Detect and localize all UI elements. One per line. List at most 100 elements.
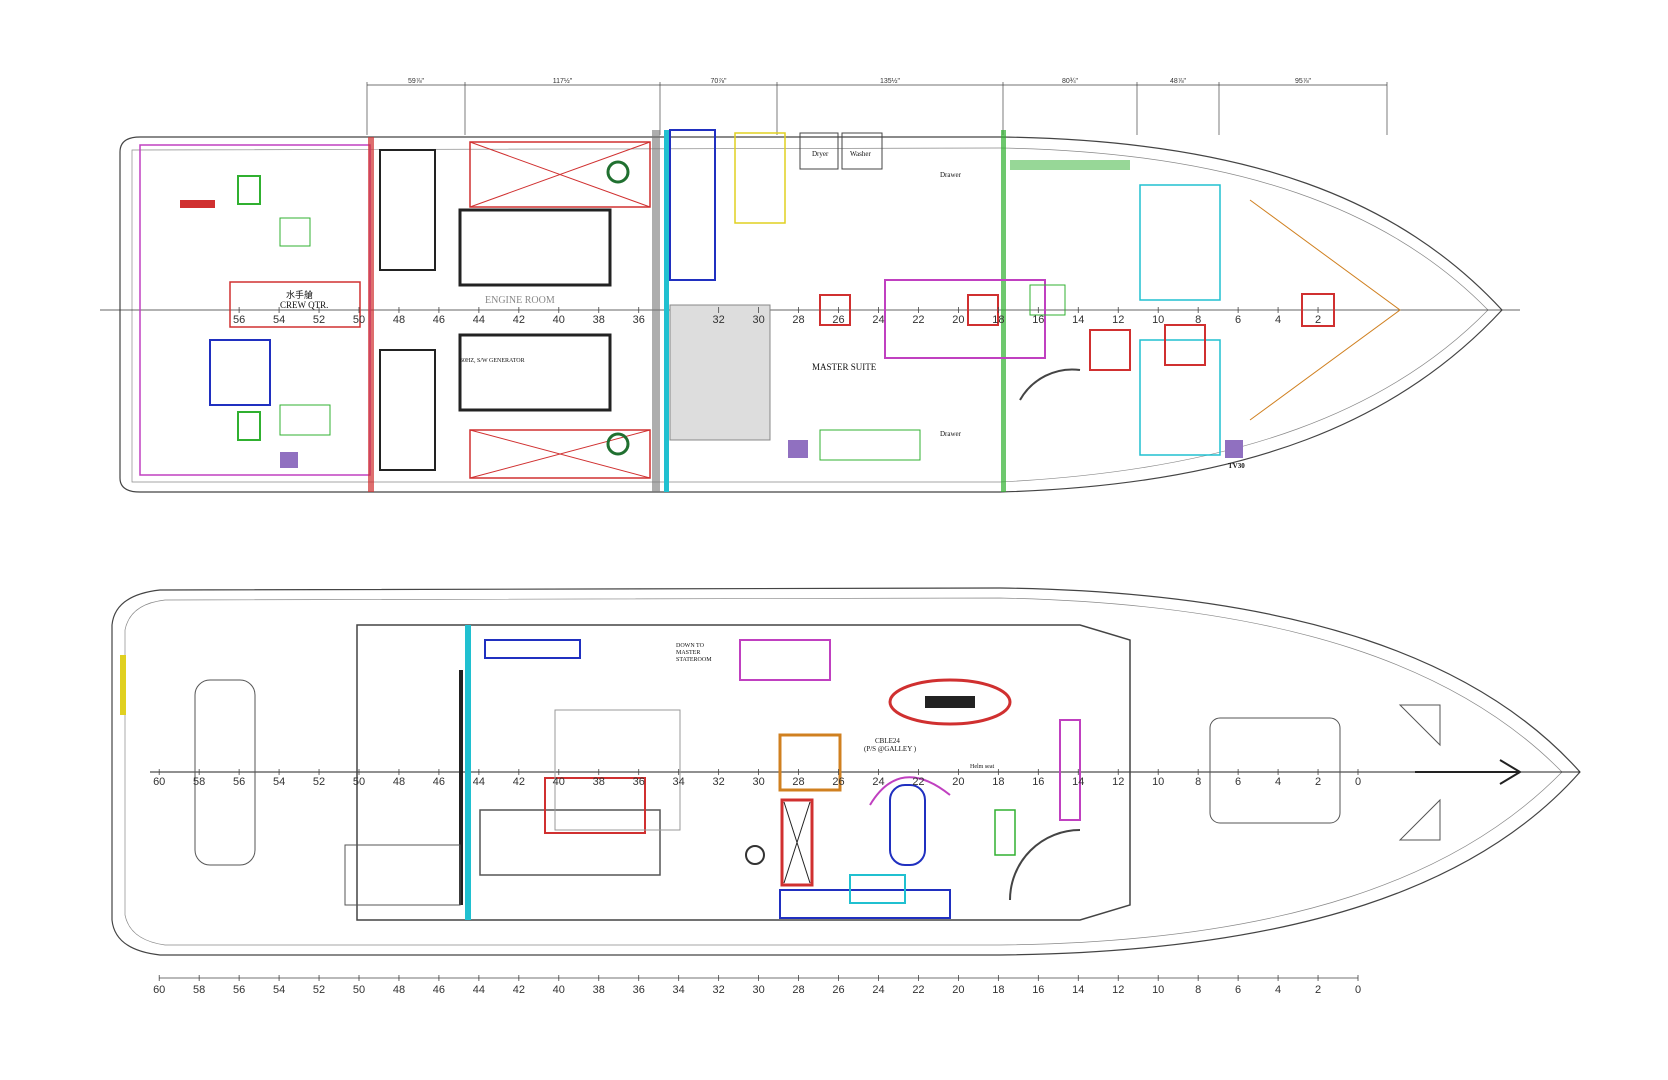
crew-quarters-label: CREW QTR.: [280, 300, 328, 310]
station-label: 46: [433, 984, 445, 996]
station-label: 22: [912, 776, 924, 788]
station-label: 12: [1112, 314, 1124, 326]
station-label: 20: [952, 984, 964, 996]
dimension-label: 70⅞": [710, 78, 727, 85]
station-label: 52: [313, 314, 325, 326]
station-label: 56: [233, 984, 245, 996]
drawer-label: Drawer: [940, 430, 962, 438]
station-label: 30: [752, 776, 764, 788]
station-label: 2: [1315, 776, 1321, 788]
station-label: 46: [433, 776, 445, 788]
station-label: 38: [593, 314, 605, 326]
station-label: 46: [433, 314, 445, 326]
station-label: 60: [153, 776, 165, 788]
dimension-label: 59⅞": [408, 78, 425, 85]
station-label: 42: [513, 984, 525, 996]
station-label: 26: [832, 314, 844, 326]
cable-label: CBLE24: [875, 737, 900, 745]
station-label: 16: [1032, 984, 1044, 996]
station-label: 18: [992, 314, 1004, 326]
tv-label: TV30: [1228, 462, 1245, 470]
station-label: 16: [1032, 314, 1044, 326]
dimension-label: 95⅞": [1295, 78, 1312, 85]
station-label: 18: [992, 984, 1004, 996]
dryer-label: Dryer: [812, 150, 829, 158]
station-label: 8: [1195, 314, 1201, 326]
station-label: 4: [1275, 776, 1281, 788]
dimension-label: 48⅞": [1170, 78, 1187, 85]
drawer-label: Drawer: [940, 171, 962, 179]
station-label: 2: [1315, 984, 1321, 996]
station-label: 26: [832, 984, 844, 996]
station-label: 4: [1275, 314, 1281, 326]
station-label: 4: [1275, 984, 1281, 996]
station-label: 48: [393, 984, 405, 996]
station-label: 36: [633, 984, 645, 996]
station-label: 42: [513, 314, 525, 326]
galley-label: (P/S @GALLEY ): [864, 745, 917, 753]
station-label: 30: [752, 984, 764, 996]
station-label: 32: [713, 314, 725, 326]
station-label: 10: [1152, 776, 1164, 788]
station-label: 32: [713, 984, 725, 996]
station-label: 58: [193, 984, 205, 996]
station-label: 6: [1235, 776, 1241, 788]
station-label: 48: [393, 776, 405, 788]
dimension-label: 135½": [880, 77, 901, 85]
station-label: 14: [1072, 984, 1084, 996]
station-label: 38: [593, 984, 605, 996]
dimension-label: 80¾": [1062, 78, 1079, 85]
station-label: 24: [872, 314, 884, 326]
generator-label: 60HZ, S/W GENERATOR: [460, 358, 525, 364]
station-label: 32: [713, 776, 725, 788]
station-label: 22: [912, 984, 924, 996]
station-label: 58: [193, 776, 205, 788]
helm-seat-label: Helm seat: [970, 764, 994, 770]
station-label: 16: [1032, 776, 1044, 788]
station-label: 40: [553, 984, 565, 996]
station-label: 40: [553, 776, 565, 788]
station-label: 20: [952, 314, 964, 326]
stateroom-label: STATEROOM: [676, 657, 712, 663]
station-label: 0: [1355, 776, 1361, 788]
station-label: 6: [1235, 314, 1241, 326]
station-label: 54: [273, 776, 285, 788]
station-label: 26: [832, 776, 844, 788]
station-label: 44: [473, 314, 485, 326]
dimension-line: 59⅞" 117½" 70⅞" 135½" 80¾" 48⅞" 95⅞": [366, 77, 1388, 135]
station-label: 28: [792, 314, 804, 326]
station-label: 52: [313, 776, 325, 788]
down-to-label: DOWN TO: [676, 643, 705, 649]
station-label: 50: [353, 776, 365, 788]
station-label: 50: [353, 314, 365, 326]
station-label: 10: [1152, 984, 1164, 996]
washer-label: Washer: [850, 150, 871, 158]
station-label: 8: [1195, 776, 1201, 788]
dimension-label: 117½": [553, 77, 573, 85]
station-label: 56: [233, 314, 245, 326]
station-label: 54: [273, 314, 285, 326]
station-label: 14: [1072, 776, 1084, 788]
station-label: 18: [992, 776, 1004, 788]
station-label: 28: [792, 984, 804, 996]
station-label: 48: [393, 314, 405, 326]
station-label: 30: [752, 314, 764, 326]
station-label: 34: [673, 984, 685, 996]
station-label: 44: [473, 984, 485, 996]
hull-outline: [119, 136, 1503, 493]
master-suite-label: MASTER SUITE: [812, 362, 877, 372]
station-label: 50: [353, 984, 365, 996]
station-label: 12: [1112, 984, 1124, 996]
station-label: 36: [633, 314, 645, 326]
station-label: 24: [872, 776, 884, 788]
station-label: 8: [1195, 984, 1201, 996]
station-label: 40: [553, 314, 565, 326]
station-label: 12: [1112, 776, 1124, 788]
station-label: 28: [792, 776, 804, 788]
station-label: 60: [153, 984, 165, 996]
station-label: 38: [593, 776, 605, 788]
